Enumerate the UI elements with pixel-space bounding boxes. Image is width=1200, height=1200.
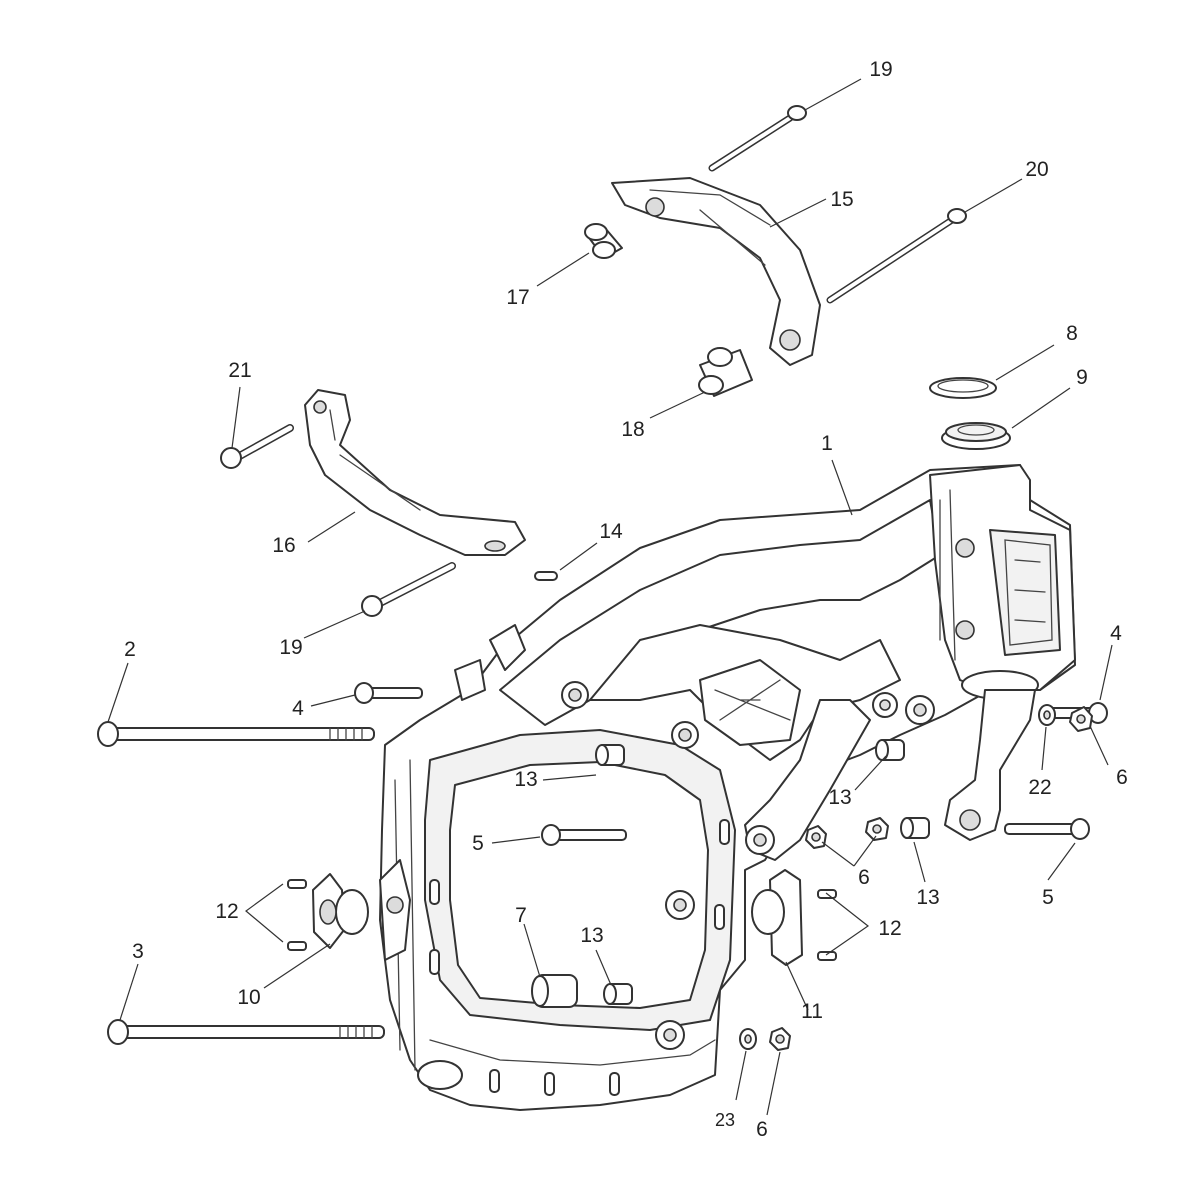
screws-12-left [287,879,307,951]
upper-bracket-15 [611,177,821,366]
bolt-19-lower [361,562,456,617]
callout-13-right-a: 13 [828,786,851,809]
main-frame [379,464,1076,1111]
callout-15: 15 [830,188,853,211]
callout-1: 1 [821,432,833,455]
bolt-5-inner [541,824,627,846]
callout-13-inner-bottom: 13 [580,924,603,947]
callout-13-right-b: 13 [916,886,939,909]
screws-12-right [817,889,837,961]
callout-4-right: 4 [1110,622,1122,645]
washer-22 [1038,704,1056,726]
callout-labels: 1 2 3 4 4 5 5 6 6 6 7 8 9 10 11 12 12 13… [124,58,1128,1141]
callout-10: 10 [237,986,260,1009]
bolt-4-left [354,682,423,704]
callout-19-bottom: 19 [279,636,302,659]
bolt-5-right [1004,818,1090,840]
spindle-3 [107,1019,385,1045]
pin-14 [534,571,558,581]
callout-6-center: 6 [858,866,870,889]
callout-22: 22 [1028,776,1051,799]
bolt-21 [220,424,294,469]
callout-20: 20 [1025,158,1048,181]
callout-14: 14 [599,520,623,543]
callout-7: 7 [515,904,527,927]
callout-9: 9 [1076,366,1088,389]
bolt-19-upper [708,105,807,172]
bolts-group [97,105,1108,1045]
callout-8: 8 [1066,322,1078,345]
mount-plate-10 [312,873,369,949]
nut-6-a [1069,706,1093,732]
callout-6-bottom: 6 [756,1118,768,1141]
callout-5-inner: 5 [472,832,484,855]
spacer-17 [584,223,623,259]
callout-17: 17 [506,286,529,309]
callout-2: 2 [124,638,136,661]
mount-plate-11 [751,869,803,966]
spacer-18 [698,347,753,397]
ring-8 [929,377,997,399]
callout-13-inner-top: 13 [514,768,537,791]
nut-13-d [603,983,633,1005]
callout-4-left: 4 [292,697,304,720]
callout-6-right: 6 [1116,766,1128,789]
callout-21: 21 [228,359,251,382]
callout-12-right: 12 [878,917,901,940]
nut-6-c [865,817,889,841]
nut-13-c [900,817,930,839]
callout-23: 23 [715,1110,735,1130]
spacers-nuts [312,223,1093,1051]
washer-23 [739,1028,757,1050]
bolt-20 [826,208,967,304]
callout-3: 3 [132,940,144,963]
callout-18: 18 [621,418,644,441]
callout-5-right: 5 [1042,886,1054,909]
nut-6-d [769,1027,791,1051]
nut-13-b [875,739,905,761]
spindle-2 [97,721,375,747]
spacer-7 [531,974,578,1008]
callout-11: 11 [801,1000,823,1023]
nut-13-a [595,744,625,766]
callout-12-left: 12 [215,900,238,923]
leader-lines [107,78,1113,1116]
callout-16: 16 [272,534,295,557]
lower-bracket-16 [304,389,526,556]
nut-6-b [805,825,827,849]
callout-19-top: 19 [869,58,892,81]
bearing-9 [941,422,1011,450]
